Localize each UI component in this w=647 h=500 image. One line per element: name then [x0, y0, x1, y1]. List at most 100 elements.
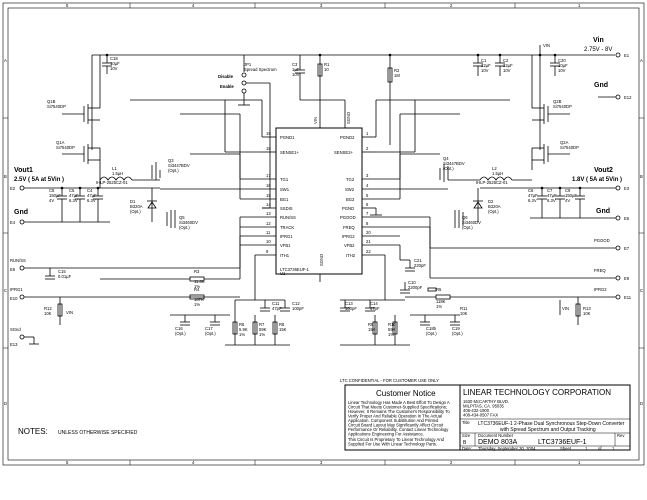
c16-val: (Opt.) — [175, 331, 186, 336]
rev-label: Rev — [617, 433, 625, 438]
q3-opt: (Opt.) — [168, 168, 179, 173]
c2-ref: C2 — [503, 58, 509, 63]
company-address-2: MILPITAS, CA. 95035 — [463, 404, 505, 409]
c17-ref: C17 — [205, 326, 213, 331]
drawing-frame: 5 4 3 2 1 5 4 3 2 1 A B C D A B C D — [2, 2, 645, 466]
ic-right-pins: 1 PGND2 2 SENSE2+ 3 TG2 4 SW2 5 BG2 6 PG… — [334, 131, 430, 258]
c18-val: 10µF — [110, 61, 120, 66]
gnd2-term: E5 — [624, 216, 630, 221]
pin-num-1: 1 — [366, 131, 369, 136]
r6-ref: R6 — [239, 322, 245, 327]
sheet-label: Sheet — [560, 446, 572, 451]
c8-v: 4V — [49, 198, 54, 203]
r1-val: 10 — [324, 67, 329, 72]
iprg1-label: IPRG1 — [10, 287, 23, 292]
pin-num-2: 2 — [366, 146, 369, 151]
pin-name-bg1: BG1 — [280, 197, 289, 202]
pin-num-6: 6 — [366, 202, 369, 207]
r6-tol: 1% — [239, 332, 245, 337]
pin-num-20: 20 — [366, 230, 371, 235]
c1-v: 10V — [481, 68, 489, 73]
company-phone: 408-432-1900 — [463, 408, 490, 413]
mosfets-right: Q2B Si7540DP Q2A Si7540DP Q4 Si3447BDV (… — [439, 55, 579, 230]
c7-val: 47µF — [547, 193, 557, 198]
vin-term: E1 — [624, 53, 630, 58]
c19-ref: C19 — [452, 326, 460, 331]
c8-ref: C8 — [49, 188, 55, 193]
notes-text: UNLESS OTHERWISE SPECIFIED — [58, 430, 138, 436]
frame-col-2: 2 — [450, 3, 453, 8]
pin-name-sw2: SW2 — [345, 187, 355, 192]
frame-row-b: B — [4, 174, 7, 179]
pin-name-iprg2: IPRG2 — [342, 234, 355, 239]
c20-v: 10V — [558, 68, 566, 73]
r11-val: 10K — [460, 311, 468, 316]
c6-ref: C6 — [528, 188, 534, 193]
sgnd-label: SGnd — [10, 327, 21, 332]
iprg2-term: E11 — [624, 295, 632, 300]
r2-ref: R2 — [394, 68, 400, 73]
c3-ref: C3 — [292, 62, 298, 67]
q5-part: Si3460DV — [179, 220, 198, 225]
ic-pin-vin: VIN — [313, 117, 318, 124]
c1-val: 22µF — [481, 63, 491, 68]
ic-left-pins: 19 PGND1 18 SENSE1+ 17 TG1 16 SW1 15 BG1… — [240, 131, 300, 258]
pin-num-5: 5 — [366, 193, 369, 198]
pin-num-9: 9 — [266, 249, 269, 254]
input-rail — [91, 45, 621, 145]
frame-row-d: D — [4, 401, 7, 406]
pin-name-pgnd: PGND — [342, 206, 354, 211]
c7-ref: C7 — [547, 188, 553, 193]
c8-val: 150µF — [49, 193, 61, 198]
freq-term: E9 — [624, 276, 630, 281]
jp1-enable: Enable — [220, 84, 234, 89]
pin-name-bg2: BG2 — [346, 197, 355, 202]
pin-name-sense2: SENSE2+ — [334, 150, 354, 155]
top-component-labels: C18 10µF 10V C3 1µF 10V R1 10 R2 1M C1 2… — [110, 43, 568, 78]
vin-small-r13: VIN — [562, 306, 569, 311]
frame-col-4: 4 — [192, 3, 195, 8]
gnd-top-term: E12 — [624, 95, 632, 100]
notice-line-9: This Circuit Is Proprietary To Linear Te… — [348, 437, 445, 442]
c14-val: 47pF — [370, 306, 380, 311]
pin-name-pgood: PGOOD — [340, 215, 356, 220]
c10-val: 2200pF — [408, 285, 423, 290]
r13-ref: R13 — [583, 306, 591, 311]
c1-ref: C1 — [481, 58, 487, 63]
c20-ref: C20 — [558, 58, 566, 63]
c2-val: 22µF — [503, 63, 513, 68]
frame-col-3: 3 — [320, 3, 323, 8]
r3-ref: R3 — [194, 269, 200, 274]
of-label: of — [598, 446, 602, 451]
q4-ref: Q4 — [443, 156, 449, 161]
c4-ref: C4 — [87, 188, 93, 193]
compensation-left: C11 47pF C12 100pF C16 (Opt.) C17 (Opt.)… — [170, 255, 304, 346]
customer-notice-box — [344, 384, 461, 451]
pin-num-13: 13 — [266, 211, 271, 216]
pin-num-12: 12 — [266, 221, 271, 226]
r3-val: 11.8K — [194, 279, 205, 284]
gnd-top-label: Gnd — [594, 82, 608, 89]
pin-num-17: 17 — [266, 173, 271, 178]
pin-name-iprg1: IPRG1 — [280, 234, 293, 239]
d1-ref: D1 — [130, 199, 136, 204]
r8-ref: R8 — [279, 322, 285, 327]
r12-ref: R12 — [44, 306, 52, 311]
c18-v: 10V — [110, 66, 118, 71]
jp1-desc: Spread Spectrum — [244, 67, 277, 72]
c7-v: 6.3V — [547, 198, 556, 203]
gnd1-label: Gnd — [14, 209, 28, 216]
d2-opt: (Opt.) — [488, 209, 499, 214]
ic-pin-sgnd: SGND — [319, 254, 324, 266]
pin-num-19: 19 — [266, 131, 271, 136]
ic-part: LTC3736EUF-1 — [280, 267, 310, 272]
r7-ref: R7 — [259, 322, 265, 327]
c5-ref: C5 — [69, 188, 75, 193]
q2b-part: Si7540DP — [553, 104, 572, 109]
q6-part: Si3460DV — [462, 220, 481, 225]
c11-val: 47pF — [272, 306, 282, 311]
frame-row-b-right: B — [640, 174, 643, 179]
c3-v: 10V — [292, 72, 300, 77]
c2-v: 10V — [503, 68, 511, 73]
company-name: LINEAR TECHNOLOGY CORPORATION — [463, 388, 611, 397]
